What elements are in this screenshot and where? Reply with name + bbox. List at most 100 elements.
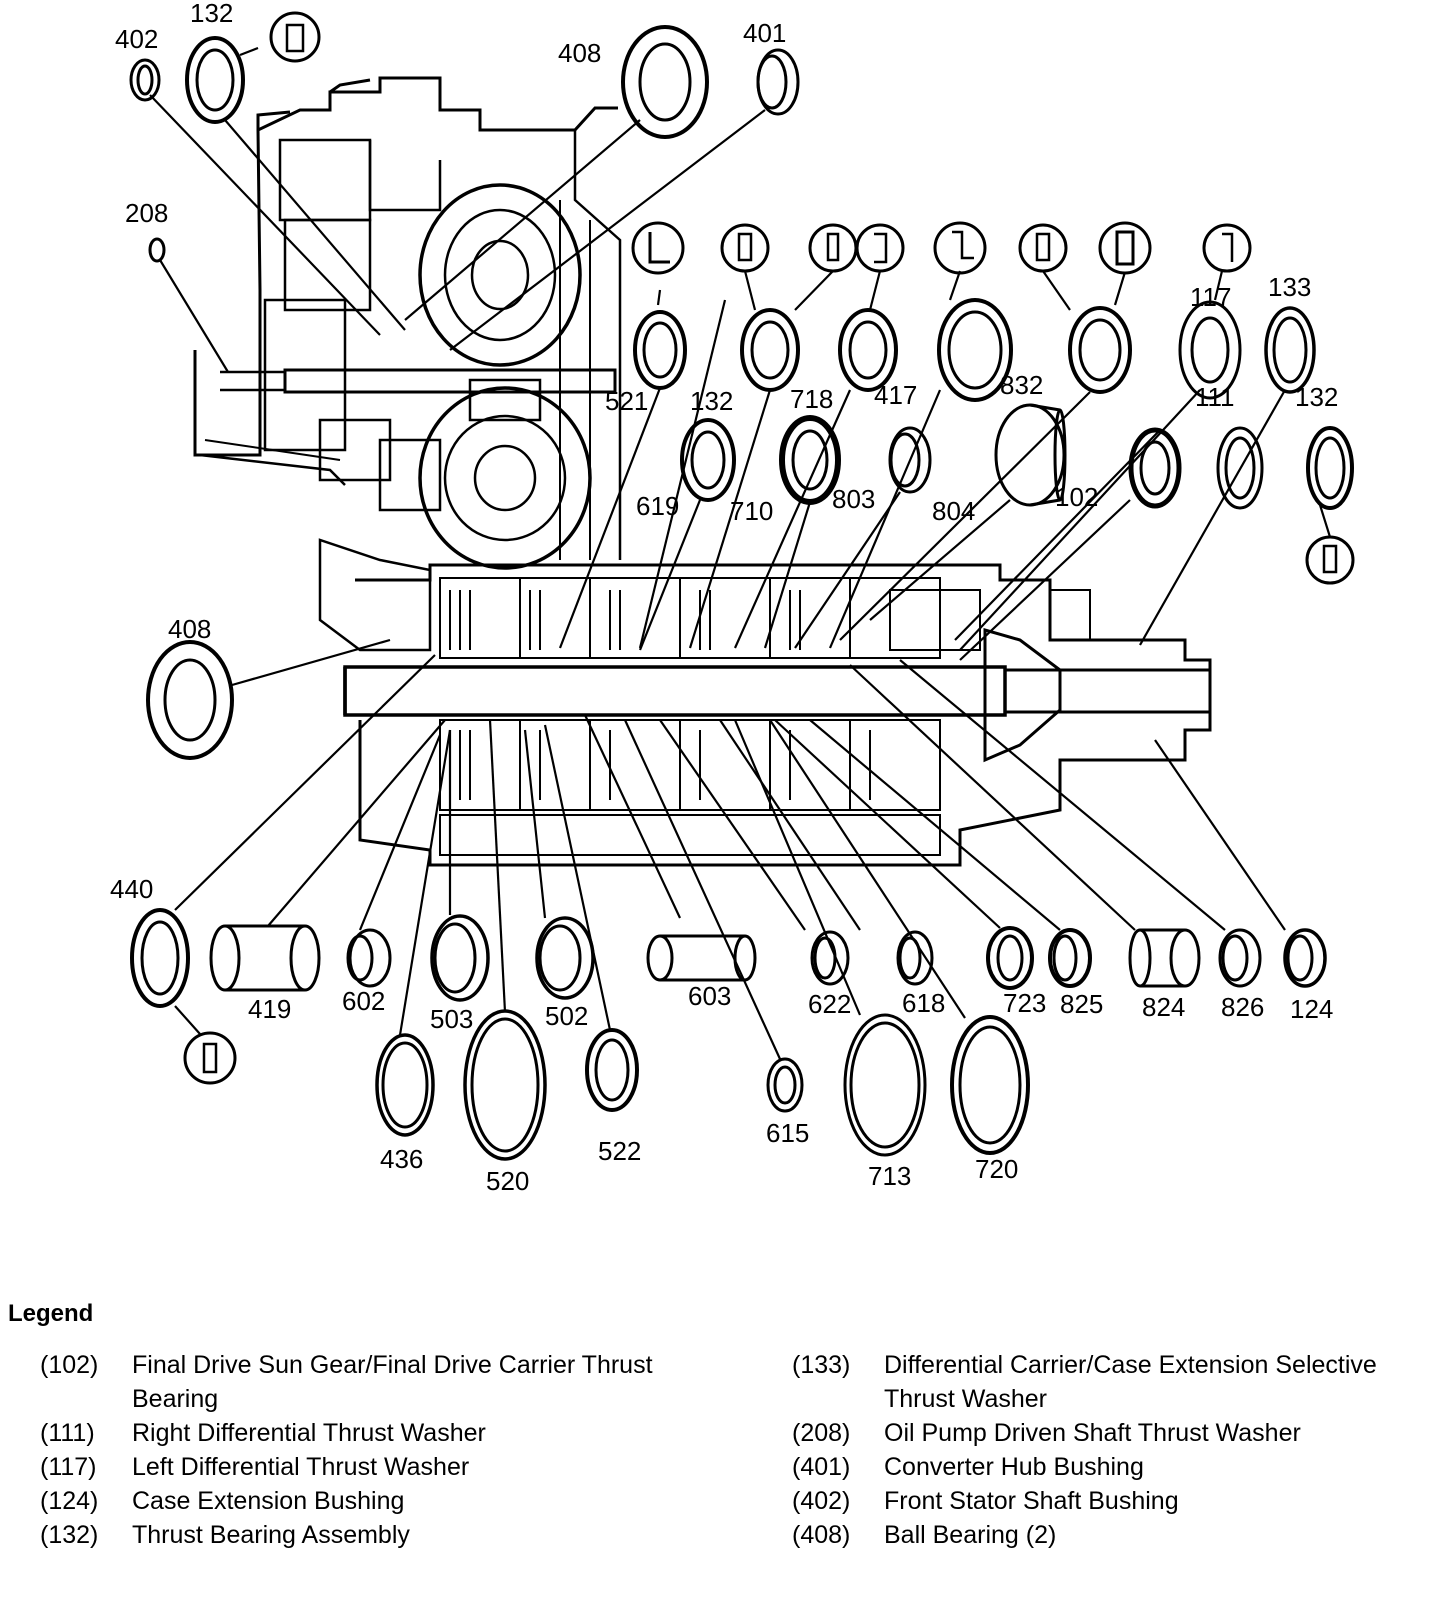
callout-417: 417 (874, 380, 917, 410)
legend-number: (124) (40, 1487, 99, 1515)
callout-132: 132 (690, 386, 733, 416)
legend-item: (124) Case Extension Bushing (40, 1484, 680, 1518)
part-402 (129, 58, 161, 102)
legend-description: Right Differential Thrust Washer (132, 1419, 486, 1447)
part-520 (463, 1009, 547, 1161)
part-723 (986, 926, 1034, 990)
section-indicators (183, 11, 1355, 1085)
callout-804: 804 (932, 496, 975, 526)
part-111 (1216, 426, 1264, 510)
leader-lines (149, 46, 1332, 1060)
part-408-top (621, 25, 709, 139)
callout-132: 132 (1295, 382, 1338, 412)
callout-102: 102 (1055, 482, 1098, 512)
part-124 (1283, 928, 1327, 988)
callout-803: 803 (832, 484, 875, 514)
callout-826: 826 (1221, 992, 1264, 1022)
callout-602: 602 (342, 986, 385, 1016)
callout-208: 208 (125, 198, 168, 228)
part-602 (346, 928, 392, 988)
legend-number: (133) (792, 1351, 851, 1379)
callout-labels: 402 132 408 401 208 117 133 521 132 718 … (110, 0, 1338, 1196)
legend-description: Differential Carrier/Case Extension Sele… (884, 1351, 1377, 1413)
legend-number: (208) (792, 1419, 851, 1447)
callout-111: 111 (1195, 382, 1235, 412)
callout-402: 402 (115, 24, 158, 54)
callout-133: 133 (1268, 272, 1311, 302)
part-804 (994, 403, 1067, 507)
callout-132: 132 (190, 0, 233, 28)
part-603 (646, 934, 757, 982)
legend-item: (402) Front Stator Shaft Bushing (792, 1484, 1452, 1518)
part-208 (148, 237, 166, 263)
part-436 (375, 1033, 435, 1137)
callout-436: 436 (380, 1144, 423, 1174)
callout-832: 832 (1000, 370, 1043, 400)
legend-item: (408) Ball Bearing (2) (792, 1518, 1452, 1552)
callout-603: 603 (688, 981, 731, 1011)
callout-502: 502 (545, 1001, 588, 1031)
callout-401: 401 (743, 18, 786, 48)
legend-title: Legend (8, 1300, 94, 1327)
legend-description: Final Drive Sun Gear/Final Drive Carrier… (132, 1351, 653, 1413)
part-713 (843, 1013, 927, 1157)
legend-description: Left Differential Thrust Washer (132, 1453, 470, 1481)
legend-number: (132) (40, 1521, 99, 1549)
callout-622: 622 (808, 989, 851, 1019)
transmission-exploded-diagram: 402 132 408 401 208 117 133 521 132 718 … (110, 0, 1355, 1196)
part-718-upper (838, 308, 898, 392)
callout-124: 124 (1290, 994, 1333, 1024)
legend-number: (117) (40, 1453, 97, 1481)
callout-720: 720 (975, 1154, 1018, 1184)
legend-number: (401) (792, 1453, 851, 1481)
legend-item: (133) Differential Carrier/Case Extensio… (792, 1348, 1452, 1416)
part-419 (209, 924, 321, 992)
transmission-case (193, 76, 1212, 867)
part-720 (950, 1015, 1030, 1155)
part-440 (130, 908, 190, 1008)
part-824 (1128, 928, 1201, 988)
part-133 (1264, 306, 1316, 394)
part-132-mid (740, 308, 800, 392)
part-521 (633, 310, 687, 390)
callout-503: 503 (430, 1004, 473, 1034)
part-417-upper (937, 298, 1013, 402)
legend-description: Front Stator Shaft Bushing (884, 1487, 1179, 1515)
part-615 (766, 1057, 804, 1113)
legend-item: (132) Thrust Bearing Assembly (40, 1518, 680, 1552)
legend-number: (111) (40, 1419, 95, 1447)
callout-710: 710 (730, 496, 773, 526)
callout-408: 408 (168, 614, 211, 644)
legend-number: (402) (792, 1487, 851, 1515)
legend-description: Oil Pump Driven Shaft Thrust Washer (884, 1419, 1301, 1447)
callout-619: 619 (636, 491, 679, 521)
callout-618: 618 (902, 988, 945, 1018)
legend-description: Ball Bearing (2) (884, 1521, 1057, 1549)
part-503 (430, 914, 490, 1002)
part-522 (585, 1028, 639, 1112)
legend-description: Case Extension Bushing (132, 1487, 405, 1515)
part-117 (1178, 300, 1242, 400)
callout-521: 521 (605, 386, 648, 416)
part-502 (535, 916, 595, 1000)
callout-615: 615 (766, 1118, 809, 1148)
legend-item: (111) Right Differential Thrust Washer (40, 1416, 680, 1450)
part-618 (896, 930, 934, 986)
callout-117: 117 (1190, 282, 1231, 312)
legend-number: (102) (40, 1351, 99, 1379)
part-102-upper (1068, 306, 1132, 394)
part-803 (888, 426, 932, 494)
part-825 (1048, 928, 1092, 988)
legend-left-column: (102) Final Drive Sun Gear/Final Drive C… (40, 1348, 680, 1552)
callout-520: 520 (486, 1166, 529, 1196)
callout-718: 718 (790, 384, 833, 414)
callout-713: 713 (868, 1161, 911, 1191)
part-132-top (185, 36, 245, 124)
callout-408: 408 (558, 38, 601, 68)
part-710 (779, 415, 841, 505)
legend-description: Thrust Bearing Assembly (132, 1521, 410, 1549)
legend-item: (208) Oil Pump Driven Shaft Thrust Washe… (792, 1416, 1452, 1450)
part-132-right (1306, 426, 1354, 510)
callout-824: 824 (1142, 992, 1185, 1022)
callout-723: 723 (1003, 988, 1046, 1018)
